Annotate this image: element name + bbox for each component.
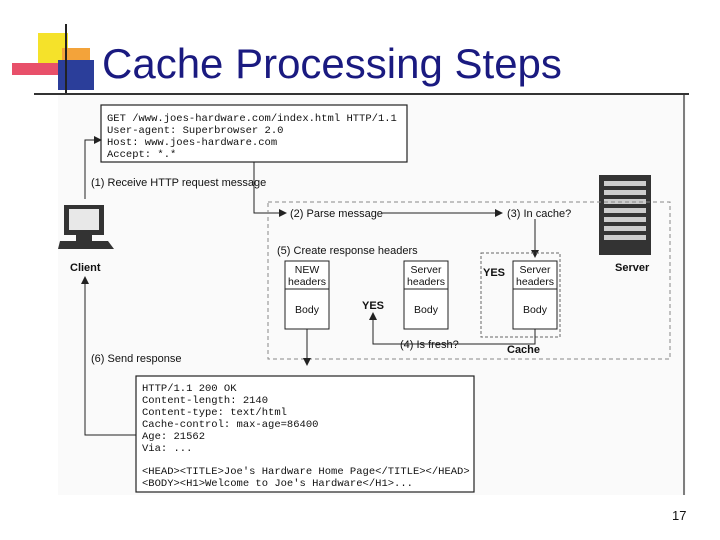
client-label: Client xyxy=(70,262,101,274)
new-headers-label: headers xyxy=(288,276,326,288)
response-message-box xyxy=(135,375,475,493)
step-5-label: (5) Create response headers xyxy=(277,245,418,257)
logo-square-blue xyxy=(58,60,94,90)
cached-headers-label: Server xyxy=(520,264,551,276)
page-number: 17 xyxy=(672,508,687,523)
step-2-label: (2) Parse message xyxy=(290,208,383,220)
body-label: Body xyxy=(414,304,439,316)
title-divider xyxy=(34,93,689,95)
cache-store-region xyxy=(480,252,561,338)
response-line: Via: ... xyxy=(142,443,192,455)
request-line: User-agent: Superbrowser 2.0 xyxy=(107,125,283,137)
response-line: Cache-control: max-age=86400 xyxy=(142,419,318,431)
server-headers-label: Server xyxy=(411,264,442,276)
body-label: Body xyxy=(523,304,548,316)
step-6-label: (6) Send response xyxy=(91,353,182,365)
arrow-request-to-parse xyxy=(253,162,287,217)
arrow-fresh-check xyxy=(369,312,536,345)
step-4-label: (4) Is fresh? xyxy=(400,339,459,351)
response-line: Content-type: text/html xyxy=(142,407,287,419)
yes-fresh-label: YES xyxy=(362,300,384,312)
cache-processing-figure: GET /www.joes-hardware.com/index.html HT… xyxy=(58,95,686,495)
server-body-box xyxy=(403,288,449,330)
server-label: Server xyxy=(615,262,650,274)
server-rack-icon xyxy=(599,175,651,255)
new-body-box xyxy=(284,288,330,330)
new-headers-label: NEW xyxy=(295,264,320,276)
response-line: HTTP/1.1 200 OK xyxy=(142,383,237,395)
processing-region xyxy=(267,201,671,360)
response-line: <HEAD><TITLE>Joe's Hardware Home Page</T… xyxy=(142,466,470,478)
logo-square-pink xyxy=(12,63,60,75)
request-line: Host: www.joes-hardware.com xyxy=(107,137,277,149)
cached-headers-label: headers xyxy=(516,276,554,288)
client-computer-icon xyxy=(58,205,114,249)
response-line: <BODY><H1>Welcome to Joe's Hardware</H1>… xyxy=(142,478,413,490)
request-message-box xyxy=(100,104,408,163)
request-line: Accept: *.* xyxy=(107,149,176,161)
response-line: Age: 21562 xyxy=(142,431,205,443)
logo-vertical-line xyxy=(65,24,67,94)
server-headers-label: headers xyxy=(407,276,445,288)
server-headers-box xyxy=(403,260,449,290)
slide-title: Cache Processing Steps xyxy=(102,40,562,87)
step-1-label: (1) Receive HTTP request message xyxy=(91,177,266,189)
arrow-response-to-client xyxy=(81,276,136,436)
step-3-label: (3) In cache? xyxy=(507,208,571,220)
yes-in-cache-label: YES xyxy=(483,267,505,279)
body-label: Body xyxy=(295,304,320,316)
arrow-client-to-request xyxy=(84,136,102,199)
cache-label: Cache xyxy=(507,344,540,356)
request-line: GET /www.joes-hardware.com/index.html HT… xyxy=(107,113,397,125)
response-line: Content-length: 2140 xyxy=(142,395,268,407)
